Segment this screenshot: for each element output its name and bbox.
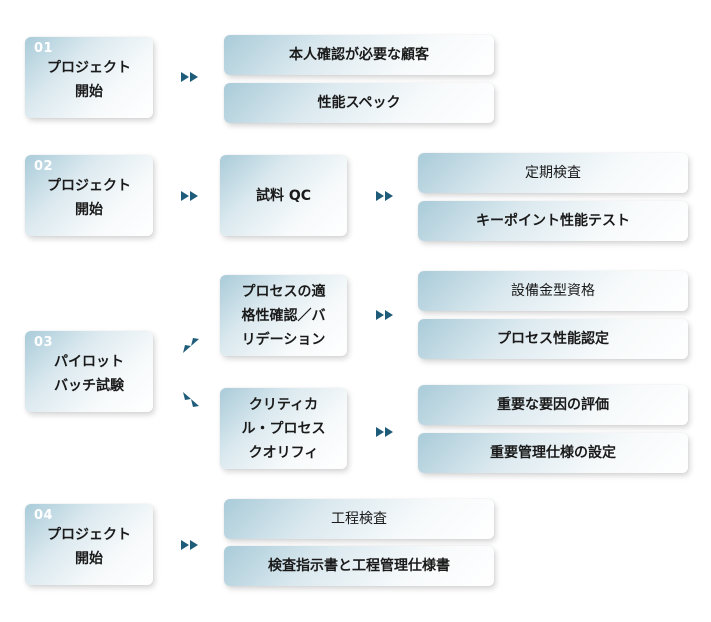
stage-number: 02: [34, 159, 54, 174]
double-arrow-icon: [376, 310, 393, 320]
result-item: 工程検査: [224, 499, 494, 539]
result-item: 検査指示書と工程管理仕様書: [224, 546, 494, 586]
double-arrow-icon: [376, 191, 393, 201]
stage-label-line: 開始: [75, 550, 103, 567]
stage-label-line: 開始: [75, 83, 103, 100]
stage-label-line: プロジェクト: [47, 59, 131, 76]
stage-label: プロジェクト 開始: [47, 174, 131, 222]
double-arrow-icon: [376, 427, 393, 437]
process-box: 試料 QC: [220, 155, 347, 236]
stage-number: 04: [34, 508, 54, 523]
double-arrow-icon: [181, 191, 198, 201]
process-box: プロセスの適 格性確認／バ リデーション: [220, 275, 347, 356]
double-arrow-icon: [181, 72, 198, 82]
stage-label-line: バッチ試験: [54, 377, 124, 394]
stage-01-box: 01 プロジェクト 開始: [25, 37, 153, 118]
result-item: 性能スペック: [224, 83, 494, 123]
stage-label-line: プロジェクト: [47, 526, 131, 543]
result-item: プロセス性能認定: [418, 319, 688, 359]
stage-02-box: 02 プロジェクト 開始: [25, 155, 153, 236]
stage-label: プロジェクト 開始: [47, 56, 131, 104]
result-item: 重要管理仕様の設定: [418, 433, 688, 473]
stage-label: プロジェクト 開始: [47, 523, 131, 571]
result-item: 本人確認が必要な顧客: [224, 35, 494, 75]
stage-label: パイロット バッチ試験: [54, 350, 124, 398]
result-item: 重要な要因の評価: [418, 385, 688, 425]
stage-04-box: 04 プロジェクト 開始: [25, 504, 153, 585]
stage-number: 01: [34, 41, 54, 56]
stage-label-line: プロジェクト: [47, 177, 131, 194]
stage-03-box: 03 パイロット バッチ試験: [25, 331, 153, 412]
stage-label-line: 開始: [75, 201, 103, 218]
result-item: キーポイント性能テスト: [418, 201, 688, 241]
result-item: 定期検査: [418, 153, 688, 193]
stage-number: 03: [34, 335, 54, 350]
branch-up-arrow-icon: [181, 337, 201, 353]
branch-down-arrow-icon: [181, 392, 201, 408]
result-item: 設備金型資格: [418, 271, 688, 311]
stage-label-line: パイロット: [54, 353, 124, 370]
double-arrow-icon: [181, 540, 198, 550]
process-box: クリティカ ル・プロセス クオリフィ: [220, 388, 347, 469]
